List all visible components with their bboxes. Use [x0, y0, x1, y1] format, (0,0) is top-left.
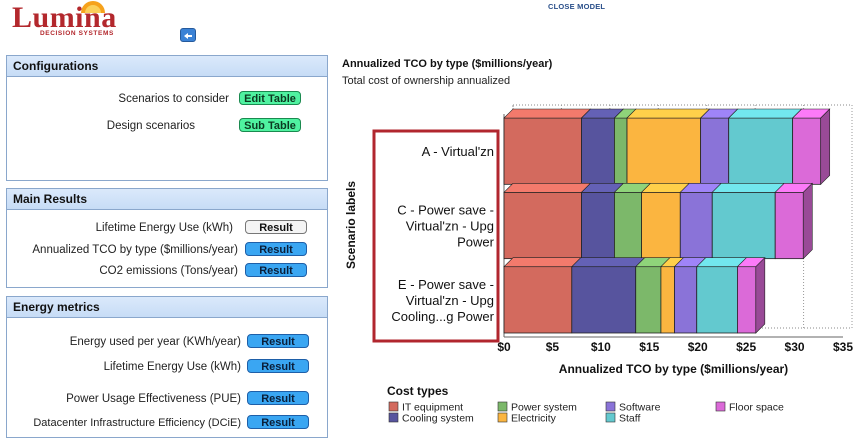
sub-table-button[interactable]: Sub Table: [239, 118, 301, 132]
legend-swatch: [605, 401, 616, 412]
legend-swatch: [388, 401, 399, 412]
bar-segment-top: [503, 257, 582, 267]
x-tick-label: $25: [736, 340, 756, 354]
edit-table-button[interactable]: Edit Table: [239, 91, 301, 105]
back-arrow-icon: [184, 33, 192, 39]
energy-metrics-title: Energy metrics: [7, 297, 327, 318]
x-tick-label: $30: [785, 340, 805, 354]
legend-swatch: [497, 401, 508, 412]
energy-used-per-year-label: Energy used per year (KWh/year): [69, 336, 241, 348]
bar-segment: [641, 191, 681, 260]
x-tick-label: $20: [688, 340, 708, 354]
bar-segment: [581, 117, 615, 185]
annualized-tco-label: Annualized TCO by type ($millions/year): [32, 244, 238, 256]
pue-label: Power Usage Effectiveness (PUE): [66, 393, 241, 405]
category-label: C - Power save -: [397, 203, 494, 218]
bar-segment: [700, 117, 730, 185]
y-axis-label: Scenario labels: [344, 181, 358, 269]
bar-segment-top: [503, 183, 592, 193]
category-label: Cooling...g Power: [391, 309, 494, 324]
legend-label: IT equipment: [402, 402, 463, 414]
legend-label: Floor space: [729, 402, 784, 414]
lifetime-energy-use-metric-label: Lifetime Energy Use (kWh): [103, 361, 241, 373]
energy-used-result-button[interactable]: Result: [247, 334, 309, 348]
bar-segment: [626, 117, 702, 185]
chart-subtitle: Total cost of ownership annualized: [342, 75, 511, 87]
scenarios-to-consider-label: Scenarios to consider: [118, 93, 229, 105]
bar-segment: [679, 191, 713, 260]
lumina-logo: Lumina DECISION SYSTEMS: [12, 1, 117, 37]
back-arrow-button[interactable]: [180, 28, 196, 42]
x-tick-label: $15: [639, 340, 659, 354]
sun-icon: [81, 1, 105, 13]
x-tick-label: $35: [833, 340, 853, 354]
bar-segment-top: [571, 257, 646, 267]
legend-label: Staff: [619, 413, 640, 425]
brand-tagline: DECISION SYSTEMS: [40, 30, 114, 37]
legend-title: Cost types: [387, 384, 449, 398]
category-label: Virtual'zn - Upg: [406, 293, 494, 308]
legend-swatch: [605, 412, 616, 423]
configurations-panel: Configurations Scenarios to consider Edi…: [6, 55, 328, 181]
bar-segment: [503, 191, 582, 260]
lifetime-energy-result-button[interactable]: Result: [245, 220, 307, 234]
legend-swatch: [388, 412, 399, 423]
legend-label: Electricity: [511, 413, 557, 425]
x-tick-label: $5: [546, 340, 560, 354]
bar-segment-side: [755, 256, 766, 334]
bar-segment-side: [802, 182, 813, 260]
lifetime-energy-use-label: Lifetime Energy Use (kWh): [95, 222, 233, 234]
category-label: A - Virtual'zn: [422, 144, 494, 159]
bar-segment: [792, 117, 822, 185]
chart-title: Annualized TCO by type ($millions/year): [342, 58, 553, 70]
tco-stacked-bar-chart[interactable]: A - Virtual'znC - Power save -Virtual'zn…: [330, 95, 858, 447]
configurations-title: Configurations: [7, 56, 327, 77]
bar-segment: [737, 266, 757, 334]
bar-segment-top: [626, 108, 711, 119]
bar-segment: [635, 266, 662, 334]
dcie-label: Datacenter Infrastructure Efficiency (DC…: [33, 417, 241, 429]
lifetime-energy-metric-result-button[interactable]: Result: [247, 359, 309, 373]
close-model-link[interactable]: CLOSE MODEL: [548, 2, 606, 11]
x-tick-label: $0: [497, 340, 511, 354]
bar-segment: [571, 266, 637, 334]
legend-label: Cooling system: [402, 413, 474, 425]
co2-emissions-label: CO2 emissions (Tons/year): [99, 265, 238, 277]
bar-segment: [503, 117, 582, 185]
bar-segment: [774, 191, 804, 260]
bar-segment: [503, 266, 573, 334]
bar-segment-top: [711, 183, 785, 193]
bar-segment: [614, 191, 642, 260]
co2-emissions-result-button[interactable]: Result: [245, 263, 307, 277]
legend-swatch: [715, 401, 726, 412]
bar-segment: [581, 191, 615, 260]
category-label: Power: [457, 235, 495, 250]
dcie-result-button[interactable]: Result: [247, 415, 309, 429]
bar-segment: [660, 266, 675, 334]
x-axis-label: Annualized TCO by type ($millions/year): [559, 362, 788, 376]
bar-segment-side: [820, 108, 831, 186]
highlight-box: [372, 129, 500, 343]
legend-swatch: [497, 412, 508, 423]
bar-segment: [674, 266, 698, 334]
legend-label: Power system: [511, 402, 577, 414]
x-tick-label: $10: [591, 340, 611, 354]
main-results-panel: Main Results Lifetime Energy Use (kWh) R…: [6, 188, 328, 288]
pue-result-button[interactable]: Result: [247, 391, 309, 405]
bar-segment-top: [727, 108, 803, 119]
energy-metrics-panel: Energy metrics Energy used per year (KWh…: [6, 296, 328, 438]
design-scenarios-label: Design scenarios: [106, 120, 195, 132]
bar-segment: [614, 117, 628, 185]
category-label: Virtual'zn - Upg: [406, 219, 494, 234]
bar-segment: [728, 117, 794, 185]
bar-segment-top: [503, 108, 592, 119]
main-results-title: Main Results: [7, 189, 327, 210]
legend-label: Software: [619, 402, 661, 414]
bar-segment: [696, 266, 738, 334]
category-label: E - Power save -: [398, 277, 494, 292]
annualized-tco-result-button[interactable]: Result: [245, 242, 307, 256]
bar-segment: [711, 191, 776, 260]
